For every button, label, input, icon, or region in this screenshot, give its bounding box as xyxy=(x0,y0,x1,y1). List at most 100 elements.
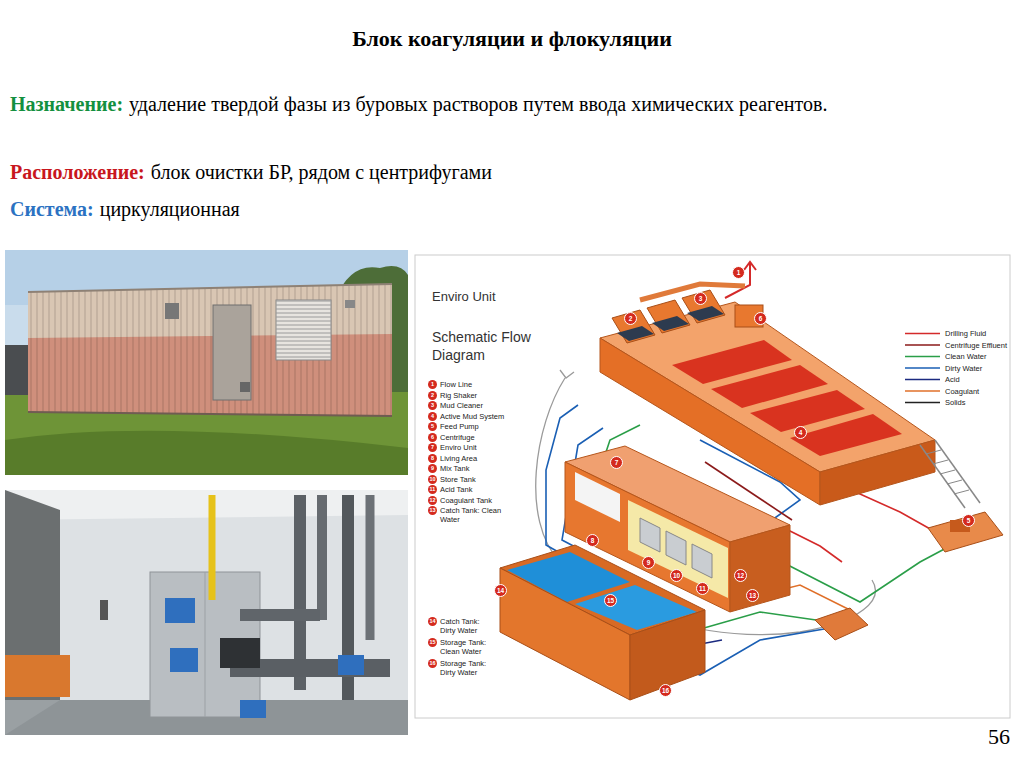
pumps xyxy=(815,512,1003,640)
callout-number: 6 xyxy=(428,433,437,442)
tank-block xyxy=(947,480,962,484)
key-item: 8Living Area xyxy=(428,454,477,463)
legend-line xyxy=(905,402,940,404)
flow-pipes xyxy=(560,370,574,378)
enviro-container xyxy=(666,531,686,565)
legend-line xyxy=(905,379,940,381)
key-item: 13Catch Tank: Clean Water xyxy=(428,506,510,524)
key-text: Living Area xyxy=(440,454,477,463)
interior-photo xyxy=(100,600,108,620)
interior-photo xyxy=(220,638,260,668)
interior-photo xyxy=(150,572,260,717)
callout-number: 14 xyxy=(494,584,507,597)
field-name: Расположение: xyxy=(10,161,145,183)
enviro-container xyxy=(730,525,790,612)
field-value: блок очистки БР, рядом с центрифугами xyxy=(151,161,492,183)
key-text: Active Mud System xyxy=(440,412,504,421)
interior-photo xyxy=(317,495,327,620)
callout-number: 12 xyxy=(428,496,437,505)
container-photo xyxy=(28,284,392,292)
water-tanks xyxy=(500,568,630,700)
container-photo xyxy=(28,284,392,416)
key-text: Rig Shaker xyxy=(440,391,477,400)
key-item: 6Centrifuge xyxy=(428,433,475,442)
key-item: 11Acid Tank xyxy=(428,485,472,494)
flow-pipes xyxy=(744,262,756,270)
container-photo xyxy=(28,284,392,416)
key-item: 14Catch Tank: Dirty Water xyxy=(428,617,488,635)
callout-number: 1 xyxy=(732,266,745,279)
tank-block xyxy=(652,316,689,331)
callout-number: 5 xyxy=(962,514,975,527)
key-text: Catch Tank: Clean Water xyxy=(440,506,510,524)
tank-block xyxy=(954,490,969,494)
legend-text: Acid xyxy=(945,375,960,384)
tank-block xyxy=(790,414,902,456)
flow-pipes xyxy=(536,262,950,675)
interior-photo xyxy=(209,495,216,600)
key-text: Mix Tank xyxy=(440,464,469,473)
callout-number: 13 xyxy=(746,589,759,602)
callout-number: 11 xyxy=(428,485,437,494)
key-text: Acid Tank xyxy=(440,485,472,494)
interior-photo xyxy=(205,572,206,717)
schematic-panel xyxy=(415,255,1010,718)
key-item: 5Feed Pump xyxy=(428,422,479,431)
key-text: Feed Pump xyxy=(440,422,479,431)
container-photo xyxy=(276,300,331,360)
callout-number: 4 xyxy=(428,412,437,421)
callout-number: 14 xyxy=(428,617,437,626)
legend-text: Solids xyxy=(945,398,965,407)
water-tanks xyxy=(500,545,705,700)
callout-number: 10 xyxy=(428,475,437,484)
key-text: Storage Tank: Clean Water xyxy=(440,638,488,656)
text-row: Назначение:удаление твердой фазы из буро… xyxy=(10,92,900,116)
legend-line xyxy=(905,390,940,392)
tank-block xyxy=(647,300,690,333)
callout-number: 5 xyxy=(428,422,437,431)
interior-photo xyxy=(366,495,375,640)
callout-number: 15 xyxy=(428,638,437,647)
callout-number: 8 xyxy=(428,454,437,463)
interior-photo xyxy=(5,490,408,735)
container-photo xyxy=(276,300,331,360)
tank-block xyxy=(926,450,941,454)
container-photo xyxy=(165,303,179,319)
flow-pipes xyxy=(782,546,950,602)
legend-line xyxy=(905,334,940,403)
interior-photo xyxy=(240,700,266,718)
schematic-panel xyxy=(415,255,1010,718)
callout-number: 3 xyxy=(428,401,437,410)
legend-line xyxy=(905,356,940,358)
callout-number: 16 xyxy=(428,659,437,668)
container-photo xyxy=(5,345,29,395)
flow-pipes xyxy=(690,612,830,632)
container-photo xyxy=(5,431,408,475)
key-item: 10Store Tank xyxy=(428,475,476,484)
tank-block xyxy=(935,440,980,503)
key-item: 7Enviro Unit xyxy=(428,443,477,452)
tank-block xyxy=(612,310,655,343)
legend-text: Clean Water xyxy=(945,352,986,361)
text-row: Система:циркуляционная xyxy=(10,197,900,221)
callout-number: 3 xyxy=(694,292,707,305)
diagram-subheading: Schematic Flow Diagram xyxy=(432,328,532,364)
interior-photo xyxy=(170,648,198,672)
container-photo xyxy=(213,305,251,400)
legend-text: Drilling Fluid xyxy=(945,329,986,338)
container-photo xyxy=(5,250,408,475)
legend-text: Centrifuge Effluent xyxy=(945,341,1007,350)
interior-photo xyxy=(5,655,70,697)
tank-block xyxy=(933,460,948,464)
key-text: Centrifuge xyxy=(440,433,475,442)
field-value: удаление твердой фазы из буровых раствор… xyxy=(129,93,827,115)
key-text: Enviro Unit xyxy=(440,443,477,452)
field-name: Система: xyxy=(10,198,94,220)
key-item: 3Mud Cleaner xyxy=(428,401,483,410)
callout-number: 10 xyxy=(670,569,683,582)
callout-number: 16 xyxy=(659,684,672,697)
callout-number: 8 xyxy=(586,534,599,547)
legend-line xyxy=(905,367,940,369)
legend-line xyxy=(905,344,940,346)
tank-block xyxy=(920,445,965,508)
